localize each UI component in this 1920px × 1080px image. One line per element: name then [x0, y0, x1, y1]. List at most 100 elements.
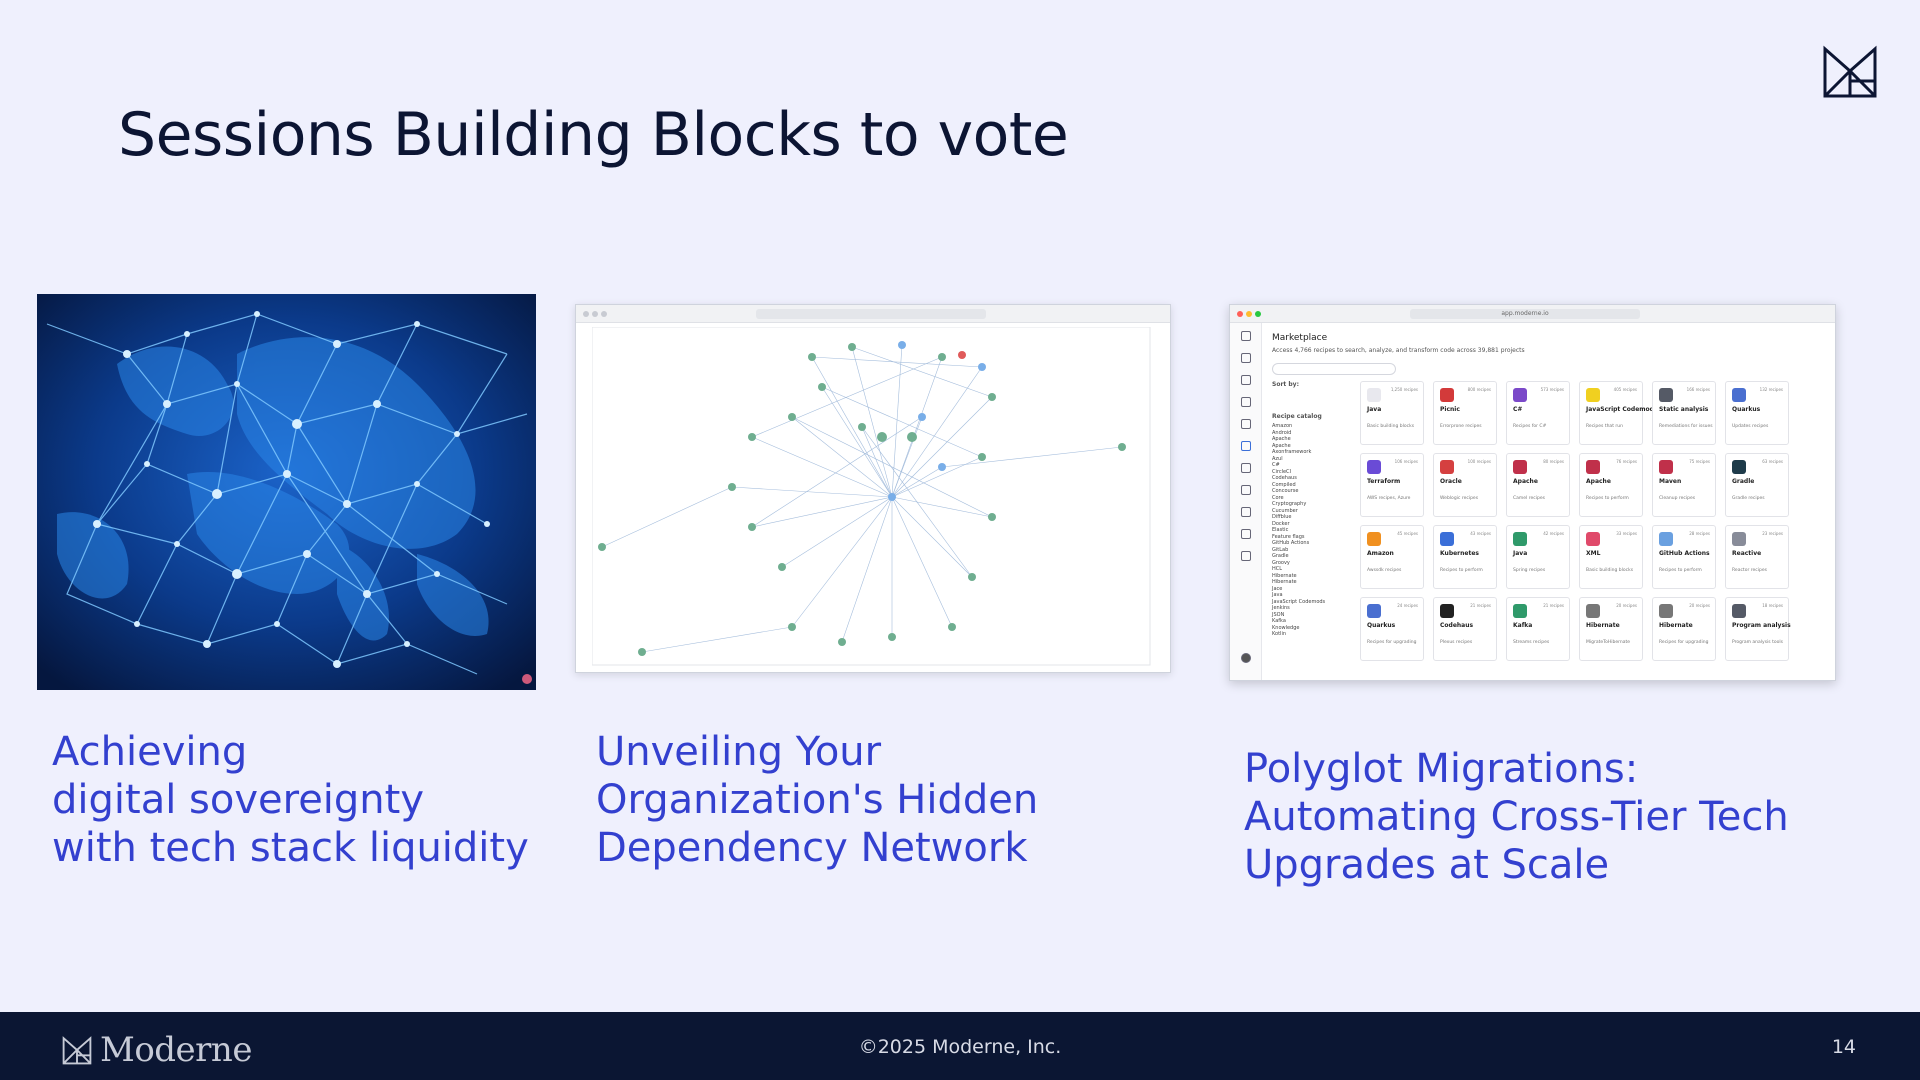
avatar [1241, 653, 1251, 663]
recipe-description: Recipes for upgrading [1659, 640, 1709, 645]
recipe-description: Remediations for issues [1659, 424, 1713, 429]
title-line: Upgrades at Scale [1244, 842, 1610, 888]
recipe-description: Recipes for C# [1513, 424, 1547, 429]
title-line: Organization's Hidden [596, 777, 1039, 823]
session-title-sovereignty: Achieving digital sovereignty with tech … [52, 728, 529, 872]
recipe-description: Gradle recipes [1732, 496, 1765, 501]
recipe-description: Updates recipes [1732, 424, 1769, 429]
recipe-count: 20 recipes [1616, 603, 1637, 608]
recipe-count: 20 recipes [1689, 603, 1710, 608]
recipe-icon [1440, 532, 1454, 546]
recipe-icon [1440, 388, 1454, 402]
recipe-description: Basic building blocks [1586, 568, 1634, 573]
recipe-icon [1513, 388, 1527, 402]
app-sidebar [1230, 323, 1262, 680]
recipe-description: Recipes for upgrading [1367, 640, 1417, 645]
recipe-description: MigrateToHibernate [1586, 640, 1631, 645]
recipe-name: Hibernate [1586, 622, 1620, 629]
recipe-name: Quarkus [1732, 406, 1761, 413]
title-line: digital sovereignty [52, 777, 425, 823]
recipe-name: Picnic [1440, 406, 1460, 413]
recipe-count: 1,250 recipes [1390, 387, 1418, 392]
recipe-icon [1513, 604, 1527, 618]
recipe-description: Plexus recipes [1440, 640, 1473, 645]
activity-icon [1241, 529, 1251, 539]
title-line: Unveiling Your [596, 729, 882, 775]
recipe-icon [1732, 388, 1746, 402]
recipe-count: 21 recipes [1470, 603, 1491, 608]
recipe-description: Weblogic recipes [1440, 496, 1479, 501]
recipe-count: 45 recipes [1397, 531, 1418, 536]
recipe-count: 42 recipes [1543, 531, 1564, 536]
recipe-count: 100 recipes [1467, 459, 1491, 464]
url-bar: app.moderne.io [1410, 309, 1640, 319]
brand-name: Moderne [100, 1030, 252, 1070]
title-line: Dependency Network [596, 825, 1028, 871]
home-icon [1241, 331, 1251, 341]
recipe-name: Maven [1659, 478, 1682, 485]
recipe-count: 33 recipes [1616, 531, 1637, 536]
recipe-count: 76 recipes [1616, 459, 1637, 464]
recipe-count: 18 recipes [1762, 603, 1783, 608]
recipe-count: 43 recipes [1470, 531, 1491, 536]
marketplace-subheading: Access 4,766 recipes to search, analyze,… [1272, 347, 1525, 354]
page-number: 14 [1831, 1036, 1856, 1058]
recipe-icon [1513, 532, 1527, 546]
recipe-name: Oracle [1440, 478, 1462, 485]
recipe-name: Hibernate [1659, 622, 1693, 629]
recipe-description: Basic building blocks [1367, 424, 1415, 429]
recipe-description: Spring recipes [1513, 568, 1546, 573]
recipe-icon [1367, 604, 1381, 618]
title-line: Automating Cross-Tier Tech [1244, 794, 1789, 840]
europe-network-image [37, 294, 536, 690]
recipe-description: AWS recipes, Azure [1367, 496, 1411, 501]
recipe-name: Kubernetes [1440, 550, 1479, 557]
recipe-count: 106 recipes [1394, 459, 1418, 464]
browser-toolbar: app.moderne.io [1230, 305, 1835, 323]
recipe-description: Recipes to perform [1659, 568, 1702, 573]
organization-icon [1241, 375, 1251, 385]
title-line: Polyglot Migrations: [1244, 746, 1639, 792]
batch-changes-icon [1241, 463, 1251, 473]
recipe-description: Errorprone recipes [1440, 424, 1482, 429]
recipe-description: Cleanup recipes [1659, 496, 1696, 501]
recipe-description: Camel recipes [1513, 496, 1545, 501]
recipe-icon [1732, 460, 1746, 474]
recipe-icon [1440, 604, 1454, 618]
recipe-name: Codehaus [1440, 622, 1474, 629]
recipe-name: Amazon [1367, 550, 1394, 557]
recipe-name: Kafka [1513, 622, 1533, 629]
recipe-icon [1440, 460, 1454, 474]
catalog-list: Amazon Android Apache Apache Axonframewo… [1272, 423, 1326, 637]
recipe-icon [1367, 388, 1381, 402]
title-line: Achieving [52, 729, 248, 775]
recipe-description: Streams recipes [1513, 640, 1550, 645]
recipe-marketplace-screenshot: app.moderne.io Marketplace Access 4,766 … [1229, 304, 1836, 681]
catalog-label: Recipe catalog [1272, 413, 1322, 420]
recipe-icon [1659, 388, 1673, 402]
